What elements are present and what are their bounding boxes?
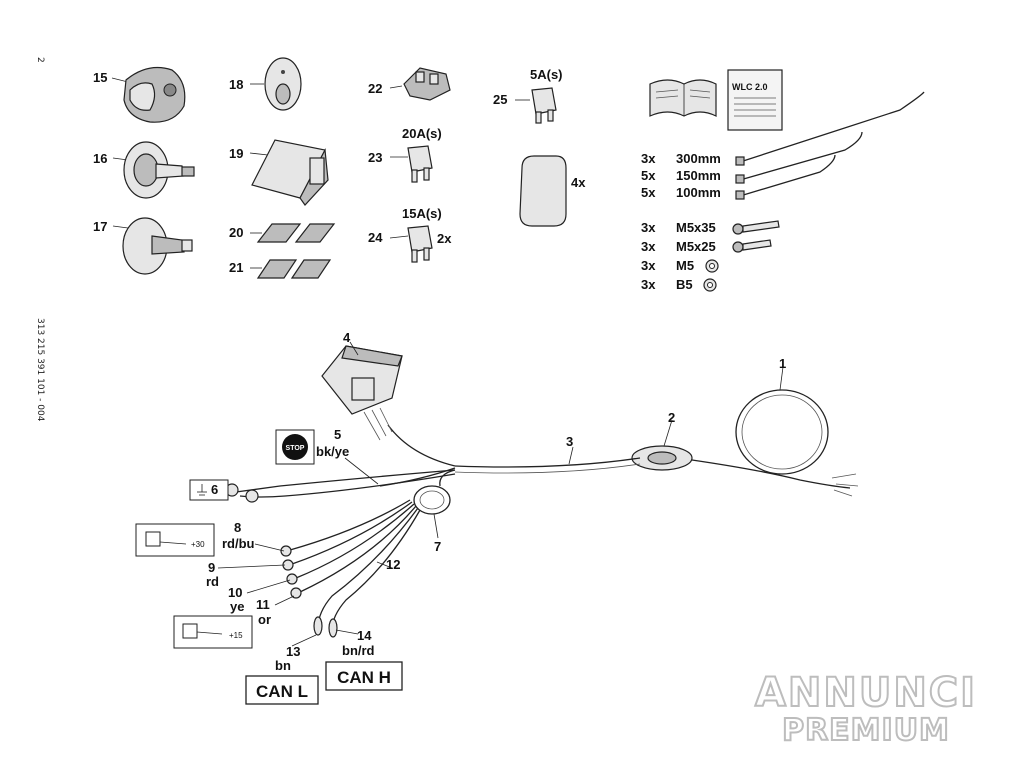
hardware-screws [703, 220, 780, 292]
can-l-box [245, 675, 319, 705]
hw-3-size: M5 [676, 258, 694, 273]
ignition-plus15-text: +15 [229, 631, 243, 640]
harness-14-label: 14 [357, 628, 372, 643]
part-20-label: 20 [229, 225, 243, 240]
tie-2-qty: 5x [641, 168, 656, 183]
harness-5-label: 5 [334, 427, 341, 442]
page-number: 2 [35, 57, 45, 63]
part-21-label: 21 [229, 260, 243, 275]
part-18-label: 18 [229, 77, 243, 92]
stop-sign-icon [275, 429, 315, 465]
watermark-line-2: PREMIUM [782, 713, 950, 748]
hw-1-size: M5x35 [676, 220, 716, 235]
harness-9-label: 9 [208, 560, 215, 575]
part-16-label: 16 [93, 151, 107, 166]
harness-10-label: 10 [228, 585, 242, 600]
ignition-plus15-icon [173, 615, 253, 649]
part-16-socket-base [112, 141, 195, 199]
harness-12-label: 12 [386, 557, 400, 572]
fuse-15a-quantity: 2x [437, 231, 452, 246]
harness-4-label: 4 [343, 330, 351, 345]
part-19-control-module [249, 139, 329, 206]
harness-10-color: ye [230, 599, 244, 614]
part-25-label: 25 [493, 92, 507, 107]
harness-2-label: 2 [668, 410, 675, 425]
part-17-socket-gasket [112, 217, 193, 275]
instruction-sheet-title: WLC 2.0 [732, 82, 768, 92]
part-22-fuse-holder [389, 67, 451, 101]
watermark-line-1: ANNUNCI [755, 670, 977, 716]
harness-8-color: rd/bu [222, 536, 255, 551]
part-15-socket [111, 67, 186, 123]
cable-ties [735, 91, 925, 200]
hw-2-size: M5x25 [676, 239, 716, 254]
adhesive-pad [519, 155, 567, 227]
part-24-fuse-15a [389, 225, 433, 263]
tie-1-qty: 3x [641, 151, 656, 166]
harness-13-label: 13 [286, 644, 300, 659]
part-19-label: 19 [229, 146, 243, 161]
harness-1-label: 1 [779, 356, 786, 371]
harness-13-color: bn [275, 658, 291, 673]
hw-4-size: B5 [676, 277, 693, 292]
harness-6-label: 6 [211, 482, 218, 497]
tie-1-size: 300mm [676, 151, 721, 166]
tie-3-qty: 5x [641, 185, 656, 200]
wiring-harness [225, 345, 859, 638]
part-23-label: 23 [368, 150, 382, 165]
hw-1-qty: 3x [641, 220, 656, 235]
adhesive-pad-quantity: 4x [571, 175, 586, 190]
fuse-15a-rating: 15A(s) [402, 206, 442, 221]
tie-3-size: 100mm [676, 185, 721, 200]
part-24-label: 24 [368, 230, 383, 245]
harness-11-color: or [258, 612, 271, 627]
battery-plus30-text: +30 [191, 540, 205, 549]
ground-symbol-icon [189, 479, 229, 501]
part-15-label: 15 [93, 70, 107, 85]
can-h-label: CAN H [337, 668, 391, 687]
harness-7-label: 7 [434, 539, 441, 554]
can-h-box [325, 661, 403, 691]
hw-3-qty: 3x [641, 258, 656, 273]
part-17-label: 17 [93, 219, 107, 234]
part-22-label: 22 [368, 81, 382, 96]
part-20-labels [250, 223, 336, 243]
hw-4-qty: 3x [641, 277, 656, 292]
part-18-grommet [250, 57, 302, 111]
harness-3-label: 3 [566, 434, 573, 449]
instruction-sheet [727, 69, 783, 131]
stop-sign-text: STOP [286, 445, 305, 452]
tie-2-size: 150mm [676, 168, 721, 183]
battery-plus30-icon [135, 523, 215, 557]
harness-11-label: 11 [256, 597, 270, 612]
can-l-label: CAN L [256, 682, 308, 701]
harness-5-color: bk/ye [316, 444, 349, 459]
fuse-5a-rating: 5A(s) [530, 67, 563, 82]
harness-14-color: bn/rd [342, 643, 375, 658]
hw-2-qty: 3x [641, 239, 656, 254]
document-number: 313 215 391 101 - 004 [35, 318, 45, 422]
part-25-fuse-5a [515, 87, 557, 124]
part-21-labels [250, 259, 332, 279]
harness-8-label: 8 [234, 520, 241, 535]
harness-9-color: rd [206, 574, 219, 589]
fuse-20a-rating: 20A(s) [402, 126, 442, 141]
part-23-fuse-20a [390, 145, 433, 183]
manual-book-icon [649, 79, 717, 117]
